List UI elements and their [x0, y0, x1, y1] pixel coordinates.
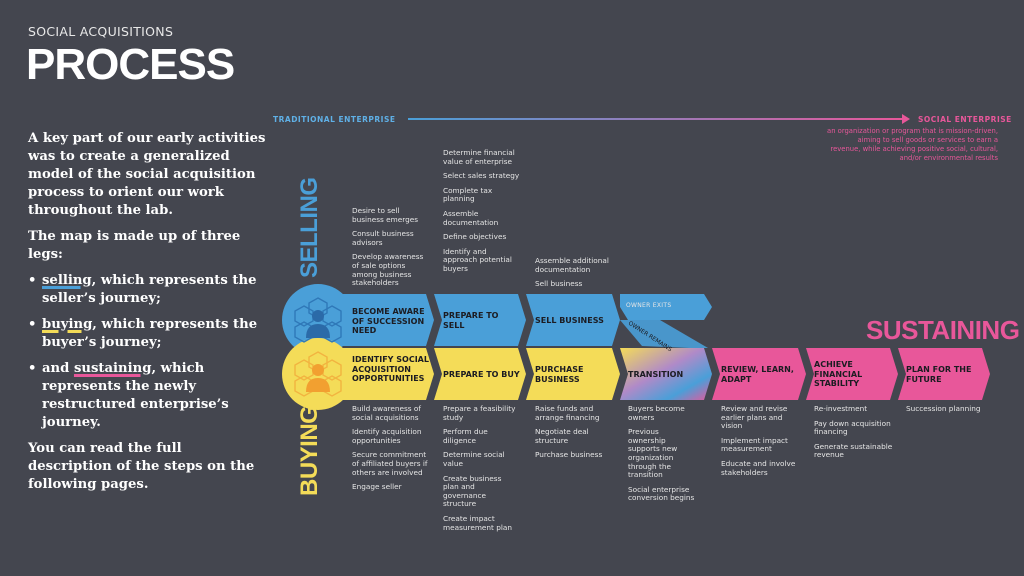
selling-step-1-label: BECOME AWARE OF SUCCESSION NEED [352, 307, 425, 335]
spectrum-label-traditional: TRADITIONAL ENTERPRISE [273, 115, 396, 124]
sustaining-step-1-label: REVIEW, LEARN, ADAPT [721, 365, 794, 384]
selling-step-2-tasks: Determine financial value of enterprise … [443, 148, 523, 280]
task-item: Social enterprise conversion begins [628, 484, 695, 503]
buying-step-2-label: PREPARE TO BUY [443, 370, 520, 379]
selling-step-1-tasks: Desire to sell business emerges Consult … [352, 206, 432, 294]
sustaining-step-2-label: ACHIEVE FINANCIAL STABILITY [814, 360, 863, 388]
sustaining-prefix: and [42, 361, 74, 376]
task-item: Prepare a feasibility study [443, 404, 516, 422]
buying-step-3-label: PURCHASE BUSINESS [535, 365, 584, 384]
legs-list: selling, which represents the seller’s j… [28, 272, 268, 432]
task-item: Create business plan and governance stru… [443, 473, 502, 509]
sustaining-step-3-label: PLAN FOR THE FUTURE [906, 365, 972, 384]
intro-text: A key part of our early activities was t… [28, 130, 268, 502]
task-item: Purchase business [535, 450, 603, 460]
buying-step-1-tasks: Build awareness of social acquisitions I… [352, 404, 434, 498]
buying-description: , which represents the buyer’s journey; [42, 317, 258, 350]
task-item: Perform due diligence [443, 427, 488, 445]
task-item: Develop awareness of sale options among … [352, 252, 424, 288]
sustaining-keyword: sustaining [73, 361, 152, 376]
selling-step-3-shape [526, 294, 620, 346]
buying-step-2-tasks: Prepare a feasibility study Perform due … [443, 404, 521, 538]
sustaining-step-1-shape [712, 348, 806, 400]
selling-step-3-label: SELL BUSINESS [535, 316, 604, 325]
sustaining-leg-label: SUSTAINING [866, 315, 1020, 345]
selling-step-2-shape [434, 294, 526, 346]
selling-keyword: selling [42, 273, 92, 288]
task-item: Assemble documentation [443, 208, 499, 227]
legs-list-item-selling: selling, which represents the seller’s j… [28, 272, 268, 308]
spectrum-label-social: SOCIAL ENTERPRISE [918, 115, 1012, 124]
task-item: Buyers become owners [628, 404, 685, 422]
task-item: Determine social value [443, 450, 505, 468]
task-item: Re-investment [814, 404, 868, 413]
buying-step-2-shape [434, 348, 526, 400]
task-item: Identify and approach potential buyers [443, 246, 512, 273]
buying-step-4-label: TRANSITION [628, 370, 684, 379]
task-item: Consult business advisors [352, 229, 414, 247]
task-item: Implement impact measurement [721, 435, 788, 454]
selling-step-1-shape [340, 294, 434, 346]
selling-step-3-tasks: Assemble additional documentation Sell b… [535, 256, 615, 295]
page-title: PROCESS [26, 40, 235, 89]
legs-list-item-buying: buying, which represents the buyer’s jou… [28, 316, 268, 352]
sustaining-step-2-tasks: Re-investment Pay down acquisition finan… [814, 404, 898, 466]
buying-keyword: buying [42, 317, 93, 332]
page-kicker: SOCIAL ACQUISITIONS [28, 24, 174, 39]
task-item: Determine financial value of enterprise [443, 148, 515, 166]
task-item: Engage seller [352, 482, 402, 492]
task-item: Succession planning [906, 404, 981, 413]
task-item: Pay down acquisition financing [814, 418, 891, 437]
sustaining-step-3-tasks: Succession planning [906, 404, 990, 420]
task-item: Generate sustainable revenue [814, 441, 893, 460]
sustaining-description: , which represents the newly restructure… [42, 361, 229, 430]
task-item: Negotiate deal structure [535, 427, 589, 445]
legs-list-item-sustaining: and sustaining, which represents the new… [28, 360, 268, 432]
task-item: Raise funds and arrange financing [535, 404, 600, 422]
task-item: Educate and involve stakeholders [721, 458, 796, 477]
spectrum-gradient-line [408, 118, 904, 120]
buyer-person-icon [306, 364, 330, 392]
selling-description: , which represents the seller’s journey; [42, 273, 257, 306]
buying-step-1-label: IDENTIFY SOCIAL ACQUISITION OPPORTUNITIE… [352, 355, 429, 383]
buying-step-1-shape [340, 348, 434, 400]
owner-exits-tag: OWNER EXITS [626, 302, 672, 309]
task-item: Assemble additional documentation [535, 256, 609, 274]
task-item: Secure commitment of affiliated buyers i… [352, 450, 428, 477]
intro-paragraph-3: You can read the full description of the… [28, 441, 255, 492]
owner-remains-shape [620, 320, 708, 348]
task-item: Complete tax planning [443, 185, 493, 204]
task-item: Previous ownership supports new organiza… [628, 427, 678, 480]
task-item: Select sales strategy [443, 171, 520, 181]
sustaining-step-2-shape [806, 348, 898, 400]
social-enterprise-definition: an organization or program that is missi… [827, 127, 998, 162]
task-item: Sell business [535, 279, 583, 289]
buying-step-4-tasks: Buyers become owners Previous ownership … [628, 404, 706, 509]
sustaining-step-3-shape [898, 348, 990, 400]
task-item: Identify acquisition opportunities [352, 427, 422, 445]
selling-step-2-label: PREPARE TO SELL [443, 311, 499, 330]
transition-step-shape [620, 348, 712, 400]
buying-leg-label: BUYING [296, 405, 323, 496]
task-item: Desire to sell business emerges [352, 206, 419, 224]
owner-exits-shape [620, 294, 712, 320]
seller-person-icon [306, 310, 330, 338]
task-item: Create impact measurement plan [443, 513, 512, 532]
sustaining-step-1-tasks: Review and revise earlier plans and visi… [721, 404, 801, 483]
task-item: Define objectives [443, 232, 507, 242]
buying-step-3-shape [526, 348, 620, 400]
task-item: Build awareness of social acquisitions [352, 404, 421, 422]
spectrum-arrow-icon [902, 114, 910, 124]
intro-paragraph-2: The map is made up of three legs: [28, 229, 241, 262]
buying-step-3-tasks: Raise funds and arrange financing Negoti… [535, 404, 615, 466]
task-item: Review and revise earlier plans and visi… [721, 404, 788, 431]
intro-paragraph-1: A key part of our early activities was t… [28, 131, 266, 218]
